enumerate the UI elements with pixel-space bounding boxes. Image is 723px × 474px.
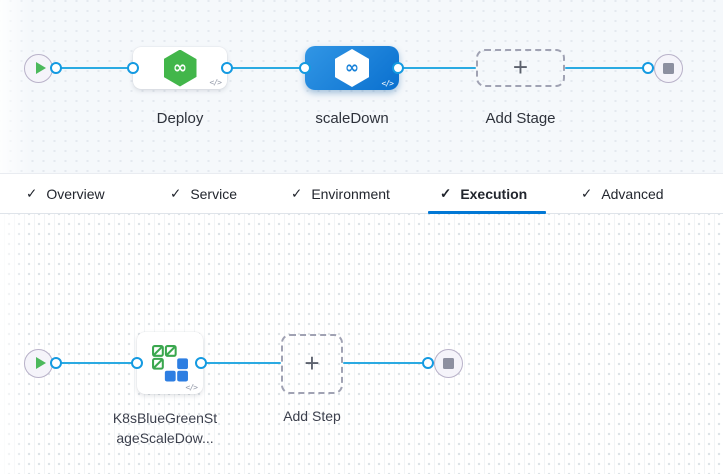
check-icon: ✓	[291, 185, 303, 201]
step-node-k8s-scale-down[interactable]: </>	[137, 332, 203, 394]
edge	[201, 361, 281, 365]
step-label-k8s-scale-down: K8sBlueGreenSt ageScaleDow...	[103, 408, 227, 448]
code-icon: </>	[381, 79, 394, 88]
k8s-blue-green-scale-down-icon	[152, 345, 188, 382]
tab-label: Service	[190, 185, 237, 202]
connector-port	[221, 62, 233, 74]
play-icon	[35, 357, 46, 369]
edge	[227, 66, 305, 70]
infinity-icon: ∞	[172, 57, 188, 78]
add-stage-button[interactable]: +	[476, 49, 565, 87]
edge	[398, 66, 476, 70]
add-step-label: Add Step	[283, 408, 341, 424]
edge	[565, 66, 648, 70]
pipeline-end-node	[654, 53, 683, 83]
stage-node-deploy[interactable]: ∞ </>	[133, 47, 227, 89]
tab-label: Advanced	[601, 185, 664, 202]
tab-environment[interactable]: ✓ Environment	[291, 174, 390, 213]
step-label-line2: ageScaleDow...	[116, 430, 214, 446]
connector-port	[50, 357, 62, 369]
stage-config-tabs: ✓ Overview ✓ Service ✓ Environment ✓ Exe…	[0, 173, 723, 214]
connector-port	[127, 62, 139, 74]
edge	[343, 361, 428, 365]
execution-graph-canvas: </> + K8sBlueGreenSt ageScaleDow... Add …	[0, 212, 723, 474]
stop-icon	[663, 62, 674, 74]
play-icon	[35, 62, 46, 74]
stage-label-scaledown: scaleDown	[315, 110, 389, 127]
connector-port	[642, 62, 654, 74]
tab-overview[interactable]: ✓ Overview	[26, 174, 105, 213]
add-step-button[interactable]: +	[281, 334, 343, 394]
tab-label: Environment	[311, 185, 390, 202]
check-icon: ✓	[581, 185, 593, 201]
stop-icon	[443, 357, 454, 369]
active-tab-indicator	[428, 211, 546, 214]
execution-start-node	[24, 348, 53, 378]
stage-node-scaledown[interactable]: ∞ </>	[305, 46, 399, 90]
connector-port	[299, 62, 311, 74]
plus-icon: +	[304, 348, 320, 378]
connector-port	[392, 62, 404, 74]
check-icon: ✓	[440, 185, 452, 201]
tab-execution[interactable]: ✓ Execution	[440, 174, 527, 213]
plus-icon: +	[512, 52, 529, 82]
stage-graph-canvas: ∞ </> ∞ </> + Deploy scaleDown Add Stag	[0, 0, 723, 173]
tab-label: Overview	[46, 185, 105, 202]
connector-port	[131, 357, 143, 369]
code-icon: </>	[185, 383, 198, 392]
connector-port	[50, 62, 62, 74]
check-icon: ✓	[26, 185, 38, 201]
tab-advanced[interactable]: ✓ Advanced	[581, 174, 664, 213]
code-icon: </>	[209, 78, 222, 87]
deployment-stage-icon: ∞	[163, 49, 197, 87]
tab-label: Execution	[460, 185, 528, 202]
pipeline-start-node	[24, 53, 53, 83]
step-label-line1: K8sBlueGreenSt	[112, 410, 218, 426]
deployment-stage-icon: ∞	[335, 49, 369, 87]
check-icon: ✓	[170, 185, 182, 201]
edge	[56, 66, 133, 70]
stage-label-deploy: Deploy	[156, 110, 204, 127]
connector-port	[195, 357, 207, 369]
execution-end-node	[434, 348, 463, 378]
add-stage-label: Add Stage	[485, 110, 556, 127]
edge	[56, 361, 137, 365]
tab-service[interactable]: ✓ Service	[170, 174, 237, 213]
infinity-icon: ∞	[344, 57, 360, 78]
connector-port	[422, 357, 434, 369]
